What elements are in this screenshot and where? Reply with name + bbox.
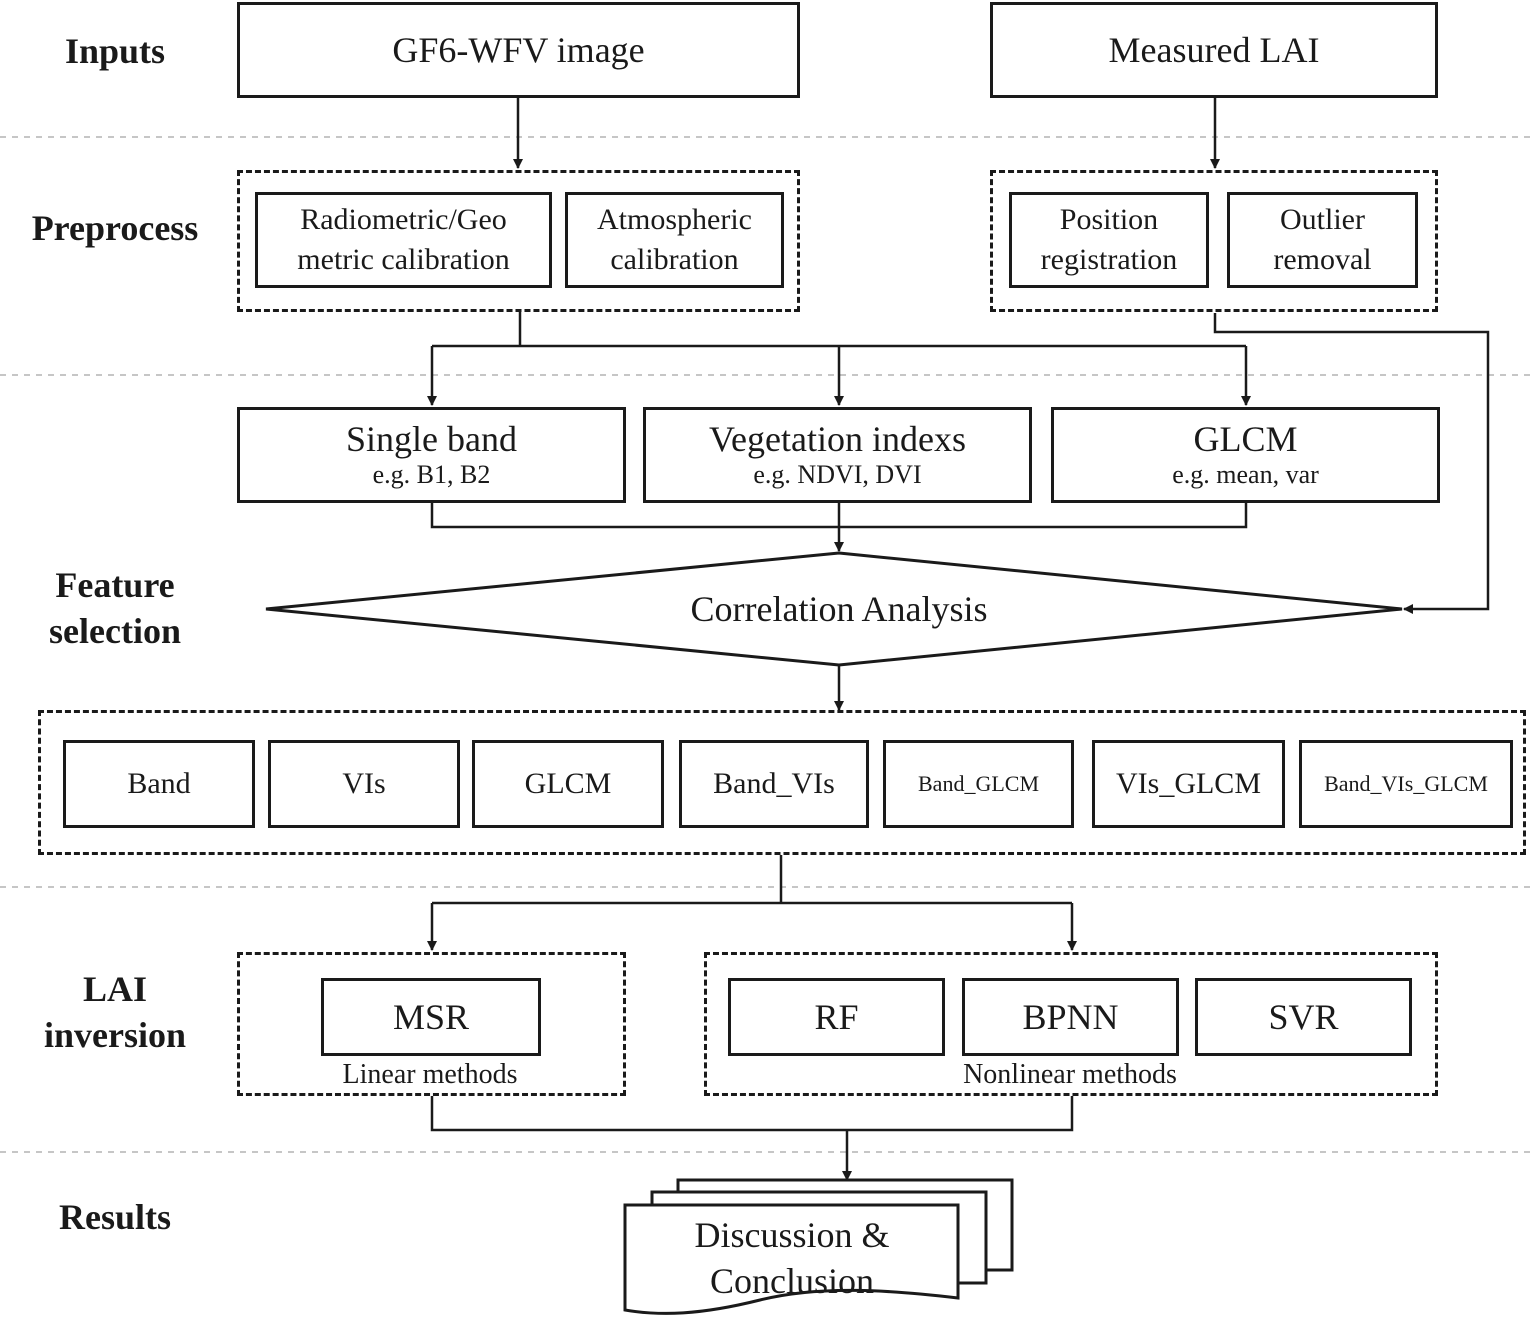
correlation-diamond <box>265 551 1403 667</box>
combo-vis-box: VIs <box>268 740 460 828</box>
combo-band-vis-glcm-box: Band_VIs_GLCM <box>1299 740 1513 828</box>
nonlinear-methods-caption: Nonlinear methods <box>940 1059 1200 1091</box>
single-band-title: Single band <box>346 419 517 459</box>
model-msr-box: MSR <box>321 978 541 1056</box>
combo-band-glcm-box: Band_GLCM <box>883 740 1074 828</box>
vegetation-indexs-example: e.g. NDVI, DVI <box>753 460 922 489</box>
correlation-analysis-label: Correlation Analysis <box>690 589 988 629</box>
vegetation-indexs-title: Vegetation indexs <box>709 419 966 459</box>
combo-band-vis-box: Band_VIs <box>679 740 869 828</box>
combo-band-vis-label: Band_VIs <box>713 767 835 800</box>
model-rf-box: RF <box>728 978 945 1056</box>
doc-front <box>623 1203 960 1315</box>
linear-methods-group <box>237 952 626 1096</box>
input-measured-lai-label: Measured LAI <box>1108 30 1320 70</box>
model-msr-label: MSR <box>392 997 470 1037</box>
combo-glcm-box: GLCM <box>472 740 664 828</box>
outlier-removal-box: Outlier removal <box>1227 192 1418 288</box>
model-bpnn-label: BPNN <box>1022 997 1119 1037</box>
model-bpnn-box: BPNN <box>962 978 1179 1056</box>
single-band-box: Single band e.g. B1, B2 <box>237 407 626 503</box>
connector-model-merge <box>430 1096 1074 1132</box>
model-svr-box: SVR <box>1195 978 1412 1056</box>
position-registration-label: Position registration <box>1040 203 1178 276</box>
linear-methods-caption: Linear methods <box>322 1059 538 1091</box>
radiometric-calibration-label: Radiometric/Geo metric calibration <box>297 203 510 276</box>
combo-vis-glcm-label: VIs_GLCM <box>1115 767 1261 800</box>
stage-label-feature-selection: Feature selection <box>49 565 181 651</box>
radiometric-calibration-box: Radiometric/Geo metric calibration <box>255 192 552 288</box>
model-svr-label: SVR <box>1268 997 1339 1037</box>
glcm-feature-box: GLCM e.g. mean, var <box>1051 407 1440 503</box>
combo-band-label: Band <box>127 767 191 800</box>
combo-band-vis-glcm-label: Band_VIs_GLCM <box>1324 771 1488 796</box>
discussion-conclusion-label: Discussion & Conclusion <box>694 1215 890 1301</box>
stage-label-inputs: Inputs <box>64 31 166 71</box>
position-registration-box: Position registration <box>1009 192 1209 288</box>
combo-vis-label: VIs <box>342 767 386 800</box>
stage-label-lai-inversion: LAI inversion <box>43 969 186 1055</box>
combo-vis-glcm-box: VIs_GLCM <box>1092 740 1285 828</box>
input-gf6-image-label: GF6-WFV image <box>392 30 645 70</box>
atmospheric-calibration-box: Atmospheric calibration <box>565 192 784 288</box>
nonlinear-methods-group <box>704 952 1438 1096</box>
glcm-feature-title: GLCM <box>1193 419 1298 459</box>
combo-band-glcm-label: Band_GLCM <box>918 771 1039 796</box>
atmospheric-calibration-label: Atmospheric calibration <box>597 203 752 276</box>
stage-label-results: Results <box>58 1197 171 1237</box>
stage-separators <box>0 136 1535 1153</box>
preprocess-image-group <box>237 170 800 312</box>
decision-diamond <box>265 551 1403 667</box>
combo-band-box: Band <box>63 740 255 828</box>
input-measured-lai-box: Measured LAI <box>990 2 1438 98</box>
outlier-removal-label: Outlier removal <box>1273 203 1372 276</box>
input-gf6-image-box: GF6-WFV image <box>237 2 800 98</box>
connectors <box>427 98 1490 1181</box>
glcm-feature-example: e.g. mean, var <box>1172 460 1319 489</box>
vegetation-indexs-box: Vegetation indexs e.g. NDVI, DVI <box>643 407 1032 503</box>
feature-combinations-group <box>38 710 1526 855</box>
arrow-lai-to-correlation <box>1213 313 1490 614</box>
results-document-stack <box>623 1178 1014 1315</box>
model-rf-label: RF <box>814 997 859 1037</box>
single-band-example: e.g. B1, B2 <box>372 460 491 489</box>
stage-label-preprocess: Preprocess <box>31 208 199 248</box>
preprocess-lai-group <box>990 170 1438 312</box>
combo-glcm-label: GLCM <box>524 767 612 800</box>
